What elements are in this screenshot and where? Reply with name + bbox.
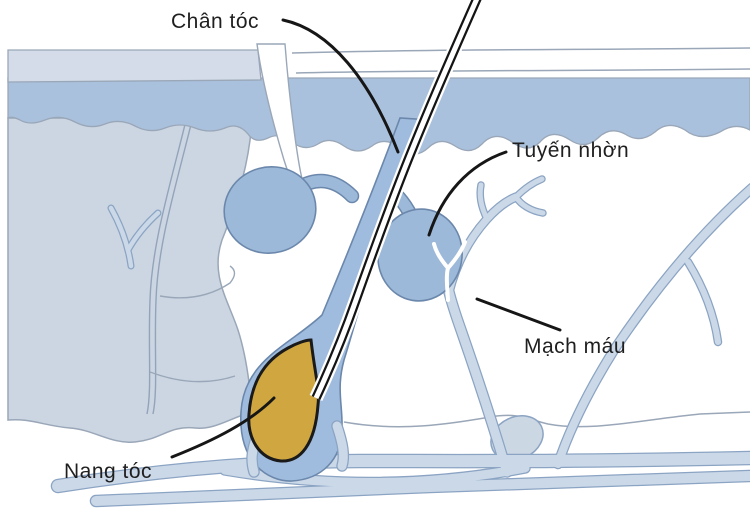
hair-shaft [309, 0, 484, 401]
stratum-corneum-band [7, 49, 262, 83]
leader-chan-toc [281, 18, 400, 154]
skin-surface-lines [291, 47, 750, 74]
sebaceous-gland-left [223, 165, 360, 255]
leader-lines [170, 18, 562, 459]
hair-bulb-papilla [247, 338, 320, 463]
leader-tuyen-nhon [427, 150, 508, 237]
label-sebaceous-gland: Tuyến nhờn [512, 139, 629, 162]
labels: Chân tóc Tuyến nhờn Mạch máu Nang tóc [64, 10, 629, 483]
dermis-contour-lines [149, 265, 236, 383]
label-hair-root: Chân tóc [171, 10, 259, 33]
skin-layers [7, 43, 750, 443]
leader-nang-toc [170, 396, 276, 459]
gland-vessel-twig [432, 240, 467, 302]
epidermis-layer [7, 77, 750, 155]
sweat-duct [146, 103, 197, 415]
label-hair-follicle: Nang tóc [64, 460, 152, 483]
dermis-block [7, 117, 253, 443]
label-blood-vessel: Mạch máu [524, 335, 626, 358]
leader-mach-mau [475, 297, 562, 332]
